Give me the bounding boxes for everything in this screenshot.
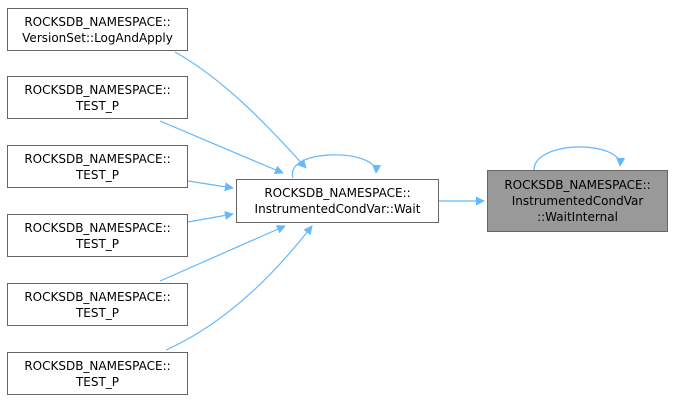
edge-testp2-to-wait	[187, 180, 234, 192]
edge-testp5-to-wait	[165, 225, 313, 351]
node-instrumentedcondvar-wait[interactable]: ROCKSDB_NAMESPACE:: InstrumentedCondVar:…	[236, 179, 439, 223]
node-instrumentedcondvar-waitinternal: ROCKSDB_NAMESPACE:: InstrumentedCondVar …	[487, 170, 668, 232]
node-test-p-1[interactable]: ROCKSDB_NAMESPACE:: TEST_P	[7, 76, 188, 119]
node-versionset-logandapply[interactable]: ROCKSDB_NAMESPACE:: VersionSet::LogAndAp…	[7, 8, 188, 51]
node-label-line1: ROCKSDB_NAMESPACE::	[24, 358, 171, 373]
node-test-p-4[interactable]: ROCKSDB_NAMESPACE:: TEST_P	[7, 283, 188, 326]
node-label-line2: TEST_P	[75, 374, 120, 389]
node-test-p-2[interactable]: ROCKSDB_NAMESPACE:: TEST_P	[7, 145, 188, 188]
node-test-p-3[interactable]: ROCKSDB_NAMESPACE:: TEST_P	[7, 214, 188, 257]
edge-wait-self-loop	[292, 154, 382, 179]
node-test-p-5[interactable]: ROCKSDB_NAMESPACE:: TEST_P	[7, 352, 188, 395]
edge-logandapply-to-wait	[174, 51, 307, 169]
edge-testp1-to-wait	[159, 120, 284, 174]
node-label-line1: ROCKSDB_NAMESPACE::	[24, 14, 171, 29]
node-label-line2: InstrumentedCondVar	[511, 194, 644, 208]
edge-waitinternal-self-loop	[533, 146, 626, 171]
node-label-line1: ROCKSDB_NAMESPACE::	[24, 151, 171, 166]
node-label-line1: ROCKSDB_NAMESPACE::	[24, 289, 171, 304]
node-label-line2: TEST_P	[75, 305, 120, 320]
node-label-line1: ROCKSDB_NAMESPACE::	[24, 82, 171, 97]
node-label-line2: InstrumentedCondVar::Wait	[254, 202, 421, 216]
node-label-line1: ROCKSDB_NAMESPACE::	[504, 178, 651, 192]
edge-testp4-to-wait	[159, 225, 286, 282]
node-label-line1: ROCKSDB_NAMESPACE::	[24, 220, 171, 235]
node-label-line2: VersionSet::LogAndApply	[22, 30, 173, 45]
node-label-line2: TEST_P	[75, 236, 120, 251]
node-label-line2: TEST_P	[75, 167, 120, 182]
node-label-line3: ::WaitInternal	[537, 210, 618, 224]
edge-testp3-to-wait	[187, 210, 234, 223]
node-label-line1: ROCKSDB_NAMESPACE::	[264, 186, 411, 200]
node-label-line2: TEST_P	[75, 98, 120, 113]
